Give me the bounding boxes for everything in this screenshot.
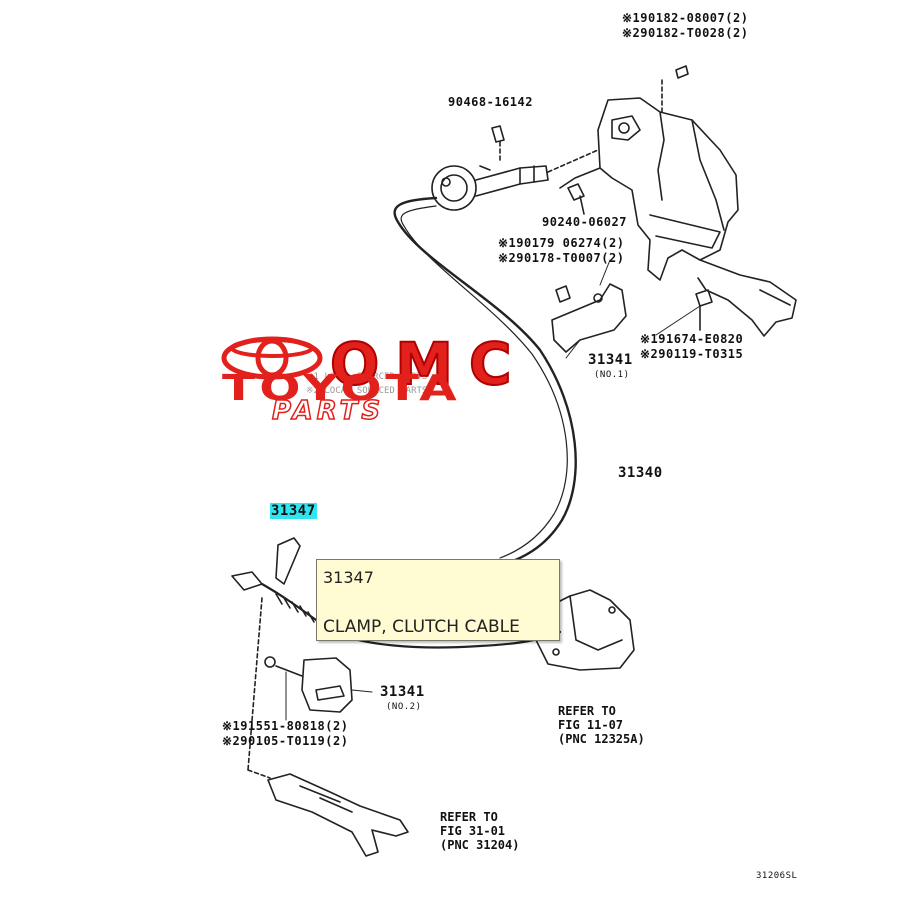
label-lower-bolt-1[interactable]: ※191551-80818(2) (222, 719, 349, 733)
ghost-note-1: ※1 LOCAL SOURCED PARTS (306, 372, 428, 382)
part-tooltip: 31347 CLAMP, CLUTCH CABLE (316, 559, 560, 641)
label-bracket-bolt-2[interactable]: ※290119-T0315 (640, 347, 744, 361)
reference-fig-11-07[interactable]: REFER TO FIG 11-07 (PNC 12325A) (558, 704, 645, 746)
clamp-highlight: 31347 (270, 503, 317, 519)
label-top-bolt-1[interactable]: ※190182-08007(2) (622, 11, 749, 25)
label-bracket-no1-sub: (NO.1) (594, 370, 630, 380)
bracket-no1 (551, 283, 713, 353)
label-pin-1[interactable]: 90468-16142 (448, 95, 533, 109)
watermark-omc: OMC (329, 329, 528, 399)
ghost-note-2: ※2 LOCAL SOURCED PARTS (306, 386, 428, 396)
label-bracket-bolt-1[interactable]: ※191674-E0820 (640, 332, 744, 346)
bracket-no2 (264, 656, 353, 713)
ref-1-line2: FIG 11-07 (558, 718, 624, 732)
label-bolt-mid-2[interactable]: ※290178-T0007(2) (498, 251, 625, 265)
ref-1-line1: REFER TO (558, 704, 616, 718)
release-fork (267, 589, 635, 857)
ref-2-line3: (PNC 31204) (440, 838, 520, 852)
pedal-assembly (559, 65, 797, 337)
figure-code: 31206SL (756, 871, 798, 881)
ref-2-line1: REFER TO (440, 810, 498, 824)
label-clamp[interactable]: 31347 (270, 503, 317, 519)
ref-1-line3: (PNC 12325A) (558, 732, 645, 746)
label-cable[interactable]: 31340 (618, 465, 663, 481)
watermark-toyota: TOYOTA (222, 368, 461, 409)
leader-lines (285, 259, 701, 721)
label-pin-2[interactable]: 90240-06027 (542, 215, 627, 229)
label-top-bolt-2[interactable]: ※290182-T0028(2) (622, 26, 749, 40)
tooltip-part-number: 31347 (323, 568, 374, 587)
watermark-parts: PARTS (271, 395, 385, 427)
label-bracket-no2-sub: (NO.2) (386, 702, 422, 712)
label-bracket-no2[interactable]: 31341 (380, 684, 425, 700)
label-bracket-no1[interactable]: 31341 (588, 352, 633, 368)
ref-2-line2: FIG 31-01 (440, 824, 506, 838)
lower-cable (231, 537, 562, 779)
reference-fig-31-01[interactable]: REFER TO FIG 31-01 (PNC 31204) (440, 810, 519, 852)
label-bolt-mid-1[interactable]: ※190179 06274(2) (498, 236, 625, 250)
cable-lever (431, 125, 599, 215)
tooltip-description: CLAMP, CLUTCH CABLE (323, 617, 520, 637)
label-lower-bolt-2[interactable]: ※290105-T0119(2) (222, 734, 349, 748)
clutch-cable (393, 196, 577, 567)
